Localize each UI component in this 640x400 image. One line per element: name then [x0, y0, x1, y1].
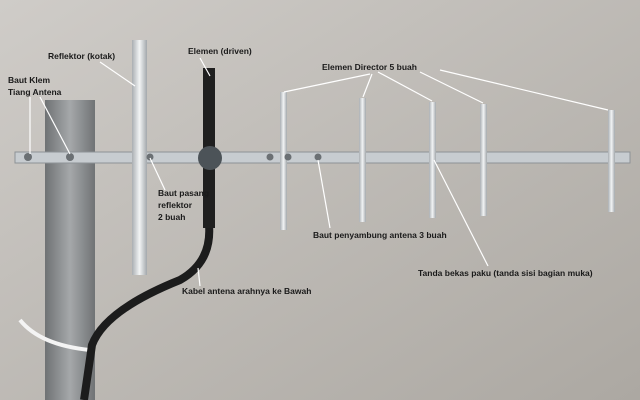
label-reflector: Reflektor (kotak) [48, 51, 115, 61]
label-directors: Elemen Director 5 buah [322, 62, 417, 72]
reflector-element [132, 40, 147, 275]
director-1 [280, 92, 287, 230]
bolt [66, 153, 74, 161]
label-clamp-line2: Tiang Antena [8, 87, 62, 97]
boom [14, 151, 631, 164]
label-reflector-bolt-line3: 2 buah [158, 212, 185, 222]
bolt [24, 153, 32, 161]
bolt [314, 153, 322, 161]
bolt [284, 153, 292, 161]
label-reflector-bolt-line1: Baut pasang [158, 188, 209, 198]
label-cable: Kabel antena arahnya ke Bawah [182, 286, 311, 296]
director-2 [359, 98, 366, 222]
bolt [266, 153, 274, 161]
label-clamp-line1: Baut Klem [8, 75, 50, 85]
antenna-cable [80, 224, 214, 400]
director-elements [280, 92, 615, 230]
driven-hub [198, 146, 222, 170]
label-driven: Elemen (driven) [188, 46, 252, 56]
label-reflector-bolt-line2: reflektor [158, 200, 193, 210]
leader-lines [29, 57, 609, 287]
bolt [146, 153, 154, 161]
label-nail-mark: Tanda bekas paku (tanda sisi bagian muka… [418, 268, 593, 278]
director-4 [480, 104, 487, 216]
director-3 [429, 102, 436, 218]
director-5 [608, 110, 615, 212]
strap [18, 318, 91, 352]
bolts [24, 153, 322, 161]
label-joint-bolts: Baut penyambung antena 3 buah [313, 230, 447, 240]
